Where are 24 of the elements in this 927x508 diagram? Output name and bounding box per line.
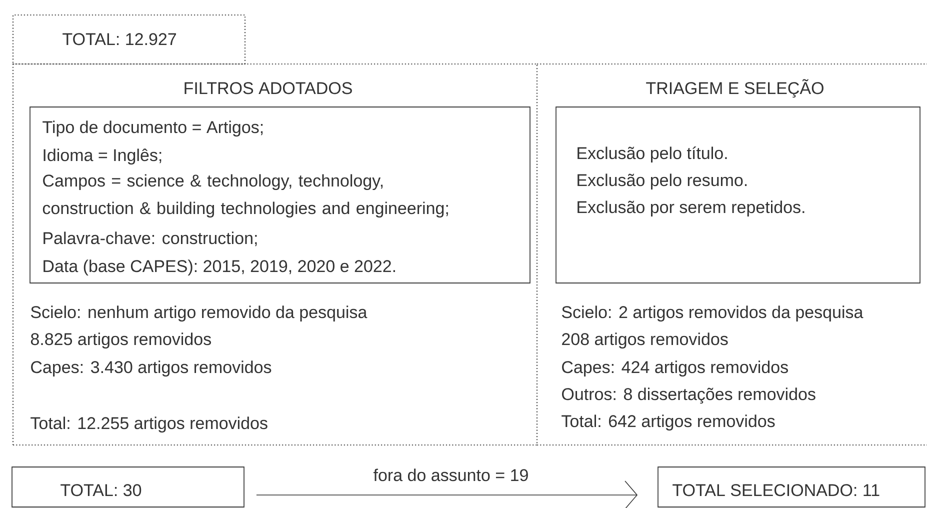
column-heading: TRIAGEM E SELEÇÃO <box>646 79 824 98</box>
body-text: Capes: 3.430 artigos removidos <box>31 360 272 377</box>
body-text: Capes: 424 artigos removidos <box>562 360 788 377</box>
body-text: Idioma = Inglês; <box>44 148 162 165</box>
body-text: Scielo: 2 artigos removidos da pesquisa <box>562 306 864 322</box>
body-text: Data (base CAPES): 2015, 2019, 2020 e 2022. <box>44 260 395 276</box>
total-label: TOTAL: 12.927 <box>62 33 176 46</box>
body-text: 8.825 artigos removidos <box>30 332 211 349</box>
body-text: Total: 12.255 artigos removidos <box>30 416 268 433</box>
column-heading: FILTROS ADOTADOS <box>184 82 352 94</box>
body-text: Palavra-chave: construction; <box>44 232 257 246</box>
body-text: Campos = science & technology, technology, construction & building technologies and engineering; <box>42 174 448 218</box>
arrow <box>256 480 638 508</box>
body-text: Exclusão pelo resumo. <box>578 174 747 190</box>
body-text: 208 artigos removidos <box>562 332 728 349</box>
body-text: Exclusão por serem repetidos. <box>578 200 804 217</box>
total-label: TOTAL SELECIONADO: 11 <box>672 484 880 496</box>
body-text: Total: 642 artigos removidos <box>562 414 775 431</box>
edge-label: fora do assunto = 19 <box>374 468 528 482</box>
body-text: Tipo de documento = Artigos; <box>42 120 263 137</box>
body-text: Exclusão pelo título. <box>578 146 727 163</box>
body-text: Scielo: nenhum artigo removido da pesquisa <box>30 306 368 322</box>
total-label: TOTAL: 30 <box>60 484 142 496</box>
body-text: Outros: 8 dissertações removidos <box>562 388 816 404</box>
